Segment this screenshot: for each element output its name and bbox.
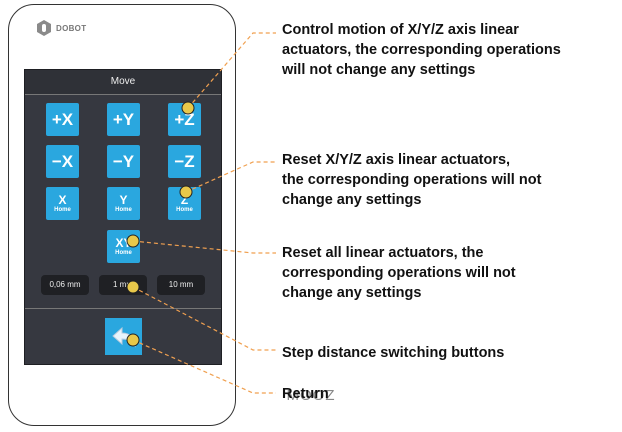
brand-name: DOBOT [56,23,87,33]
callout-line: Step distance switching buttons [282,345,505,361]
step-0-06mm-button[interactable]: 0,06 mm [41,275,89,295]
callout-line: Return [282,386,329,402]
callout-line: Reset X/Y/Z axis linear actuators, [282,152,511,168]
screen-title: Move [25,70,221,95]
callout-line: change any settings [282,285,422,301]
callout-return: Return [282,384,329,404]
callout-line: actuators, the corresponding operations [282,42,561,58]
callout-line: Control motion of X/Y/Z axis linear [282,22,519,38]
callout-line: the corresponding operations will not [282,172,542,188]
dobot-logo: DOBOT [36,20,86,36]
return-button[interactable] [105,318,142,355]
z-home-label: Home [176,206,193,213]
callout-line: will not change any settings [282,62,476,78]
minus-x-button[interactable]: −X [46,145,79,178]
plus-y-button[interactable]: +Y [107,103,140,136]
xy-home-label: Home [115,249,132,256]
z-home-axis: Z [180,192,189,207]
callout-axis-motion: Control motion of X/Y/Z axis linear actu… [282,20,561,80]
y-home-label: Home [115,206,132,213]
model-name: MOOZ [286,387,336,404]
callout-step: Step distance switching buttons [282,343,504,363]
step-10mm-button[interactable]: 10 mm [157,275,205,295]
plus-x-button[interactable]: +X [46,103,79,136]
minus-y-button[interactable]: −Y [107,145,140,178]
step-1mm-button[interactable]: 1 mm [99,275,147,295]
minus-z-button[interactable]: −Z [168,145,201,178]
xy-home-axis: XY [115,235,132,250]
dobot-logo-icon [37,20,51,36]
callout-line: change any settings [282,192,422,208]
callout-axis-home: Reset X/Y/Z axis linear actuators, the c… [282,150,541,210]
divider [25,308,221,309]
plus-z-button[interactable]: +Z [168,103,201,136]
x-home-label: Home [54,206,71,213]
callout-all-home: Reset all linear actuators, the correspo… [282,243,516,303]
callout-line: Reset all linear actuators, the [282,245,484,261]
y-home-axis: Y [119,192,128,207]
callout-line: corresponding operations will not [282,265,516,281]
x-home-axis: X [58,192,67,207]
return-arrow-icon [111,326,136,348]
